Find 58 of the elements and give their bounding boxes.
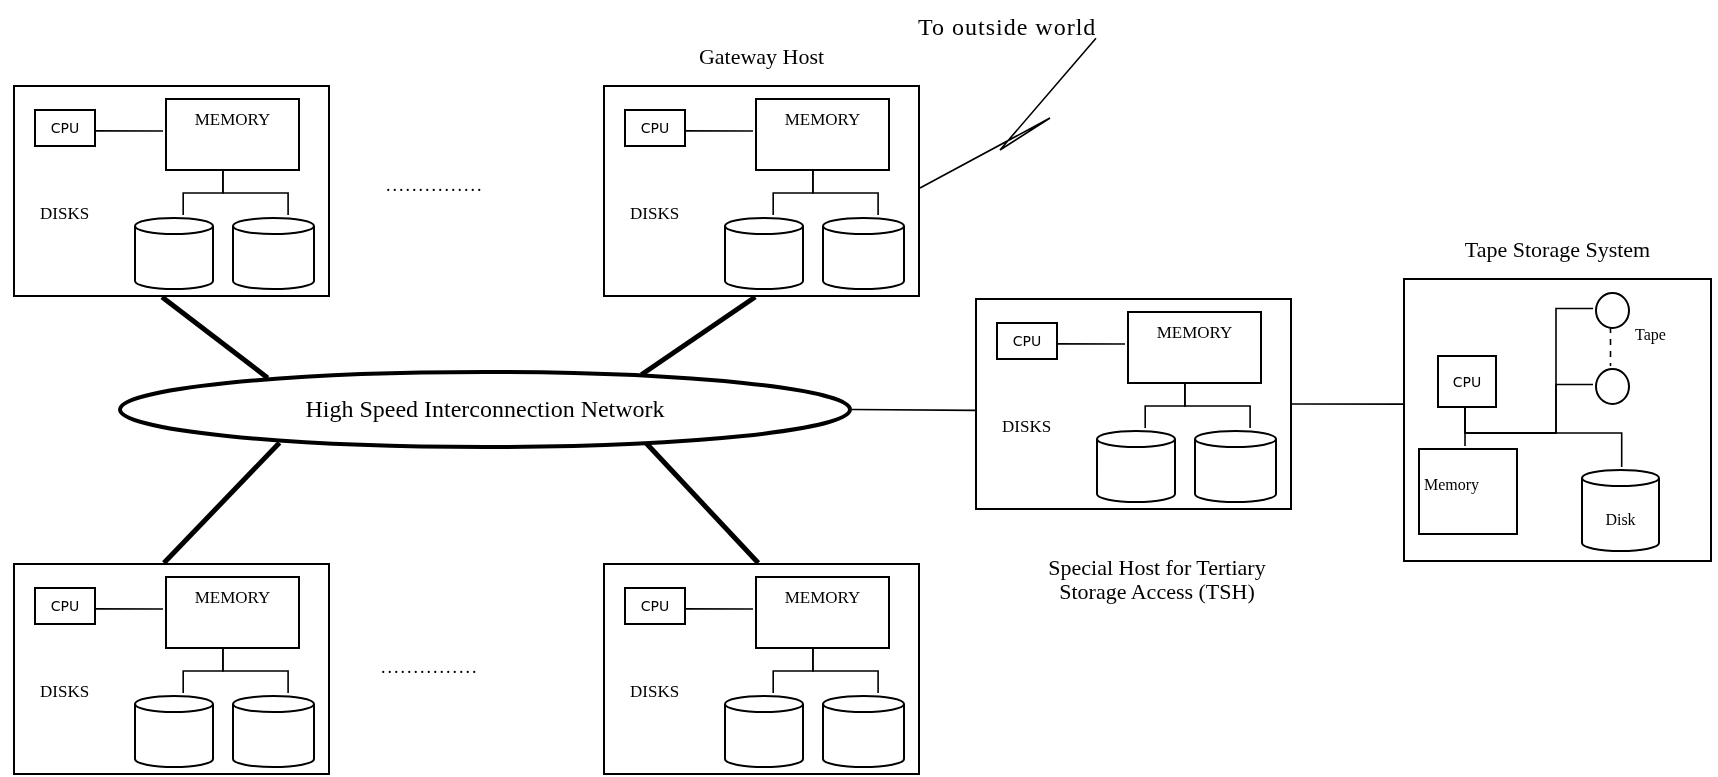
host-heading: Special Host for Tertiary Storage Access (TSH): [1047, 556, 1267, 605]
memory-box: MEMORY: [165, 98, 300, 171]
disk-cylinder: Disk: [1581, 469, 1660, 552]
connector-line: [1464, 383, 1594, 434]
memory-box: MEMORY: [165, 576, 300, 649]
outside-world-label: To outside world: [918, 14, 1097, 41]
disk-cylinder: [134, 695, 214, 768]
ellipsis-dots: ...............: [386, 176, 484, 196]
disk-cylinder: [822, 217, 905, 290]
connector-line: [93, 130, 164, 132]
disk-cylinder: [1194, 430, 1277, 503]
connector-line: [1291, 403, 1404, 405]
connector-line: [93, 608, 164, 610]
connector-line: [812, 646, 879, 694]
host-box: [13, 563, 330, 775]
tape-label: Tape: [1635, 326, 1666, 344]
connector-line: [851, 408, 976, 412]
disks-label: DISKS: [630, 205, 680, 224]
dashed-line: [1609, 326, 1612, 367]
disk-cylinder: [1096, 430, 1176, 503]
connector-line: [919, 37, 1097, 189]
network-link: [160, 295, 270, 380]
cpu-box: CPU: [996, 322, 1058, 360]
connector-line: [1055, 343, 1126, 345]
host-heading: Gateway Host: [697, 45, 826, 70]
cpu-box: CPU: [624, 587, 686, 625]
ellipsis-dots: ...............: [381, 658, 479, 678]
connector-line: [222, 646, 289, 694]
host-box: [603, 563, 920, 775]
system-heading: Tape Storage System: [1463, 238, 1652, 263]
network-link: [639, 294, 757, 377]
connector-line: [812, 168, 879, 216]
disk-cylinder: [724, 695, 804, 768]
disks-label: DISKS: [1002, 418, 1052, 437]
cpu-box: CPU: [34, 109, 96, 147]
cpu-box: CPU: [34, 587, 96, 625]
disk-cylinder: [822, 695, 905, 768]
disks-label: DISKS: [40, 683, 90, 702]
disk-cylinder: [134, 217, 214, 290]
connector-line: [1184, 381, 1251, 429]
tape-reel-circle: [1595, 368, 1630, 405]
disks-label: DISKS: [40, 205, 90, 224]
cpu-box: CPU: [1437, 355, 1497, 408]
disk-cylinder: [232, 695, 315, 768]
connector-line: [683, 130, 754, 132]
connector-line: [222, 168, 289, 216]
memory-box: Memory: [1418, 448, 1518, 535]
disks-label: DISKS: [630, 683, 680, 702]
memory-box: MEMORY: [755, 98, 890, 171]
disk-cylinder: [232, 217, 315, 290]
cpu-box: CPU: [624, 109, 686, 147]
network-link: [162, 440, 282, 565]
memory-box: MEMORY: [1127, 311, 1262, 384]
network-ellipse: High Speed Interconnection Network: [118, 370, 852, 449]
connector-line: [683, 608, 754, 610]
memory-box: MEMORY: [755, 576, 890, 649]
host-box: [13, 85, 330, 297]
disk-cylinder: [724, 217, 804, 290]
